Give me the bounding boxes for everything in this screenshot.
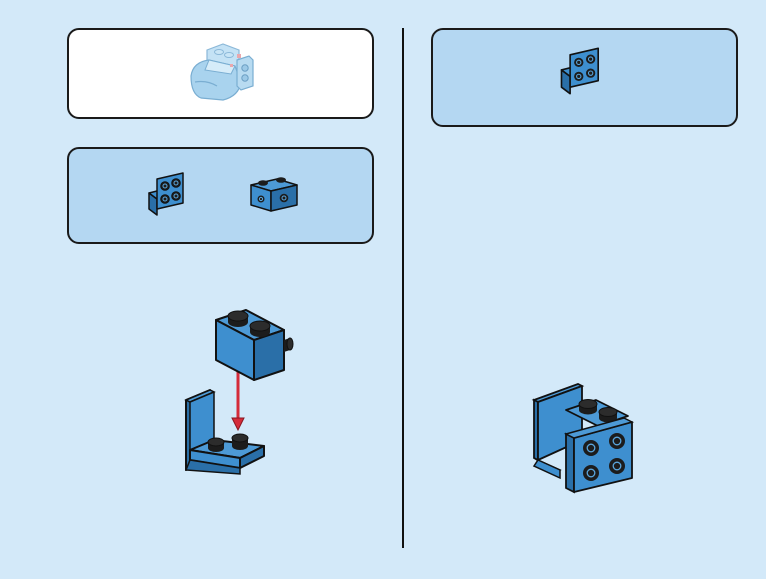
assembly-step-left bbox=[180, 300, 300, 490]
column-divider bbox=[402, 28, 404, 548]
parts-panel-right bbox=[431, 28, 738, 127]
ghost-model-icon bbox=[183, 42, 263, 104]
side-stud-brick-part-icon bbox=[247, 171, 301, 215]
reference-model-panel bbox=[67, 28, 374, 119]
bracket-part-icon bbox=[555, 44, 609, 98]
bracket-part-icon bbox=[143, 169, 193, 219]
assembly-step-right bbox=[530, 380, 640, 495]
parts-panel-left bbox=[67, 147, 374, 244]
